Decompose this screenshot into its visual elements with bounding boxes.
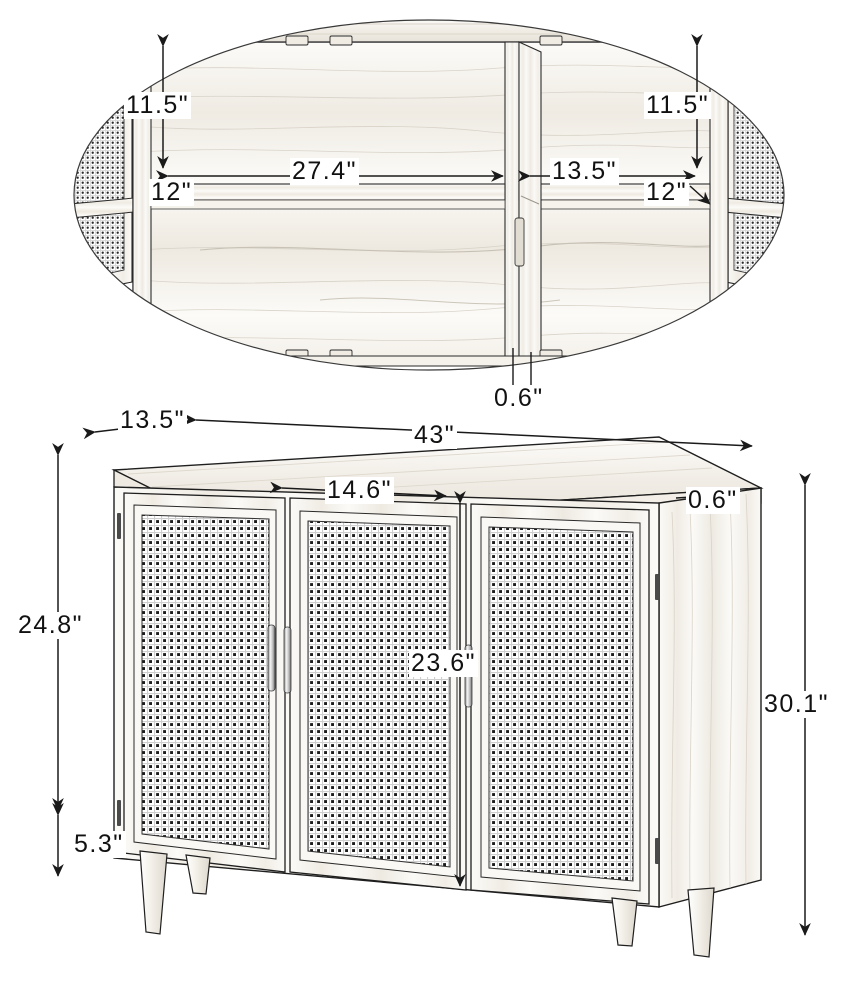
label-door-height: 23.6"	[409, 649, 479, 677]
left-open-door	[74, 47, 135, 297]
handle-door-left	[267, 624, 276, 692]
door-right	[470, 503, 650, 905]
leg-front-left	[139, 850, 168, 935]
handle-door-center	[283, 626, 292, 694]
leg-front-right	[687, 887, 715, 958]
label-right-compartment-width: 13.5"	[550, 157, 620, 185]
door-left	[123, 492, 286, 873]
inner-swing-door	[514, 41, 542, 370]
inner-door-handle	[514, 217, 525, 267]
label-depth: 13.5"	[118, 406, 188, 434]
cabinet-top-slab	[131, 20, 742, 43]
interior-base-board	[132, 355, 729, 367]
label-left-compartment-width: 27.4"	[290, 157, 360, 185]
label-total-width: 43"	[412, 421, 458, 449]
leg-back-right	[611, 897, 638, 947]
front-perspective-view-group	[111, 436, 764, 958]
label-left-lower-height: 12"	[149, 178, 195, 206]
hinges	[285, 35, 563, 360]
label-panel-thickness: 0.6"	[492, 384, 546, 412]
label-right-compartment-height: 11.5"	[644, 91, 712, 119]
left-shelf	[150, 183, 506, 210]
label-top-thickness: 0.6"	[686, 486, 740, 514]
label-cabinet-body-height: 24.8"	[16, 611, 86, 639]
right-open-door	[723, 47, 784, 297]
label-leg-height: 5.3"	[72, 830, 126, 858]
door-center	[289, 497, 467, 891]
side-hinges	[117, 513, 659, 864]
oval-crop-outline	[73, 19, 785, 371]
label-total-height: 30.1"	[762, 690, 832, 718]
label-door-width: 14.6"	[325, 476, 395, 504]
label-left-compartment-height: 11.5"	[124, 91, 192, 119]
center-divider-panel	[504, 41, 520, 365]
cabinet-legs	[139, 850, 715, 958]
label-right-lower-height: 12"	[644, 178, 690, 206]
leg-back-left	[185, 854, 211, 895]
